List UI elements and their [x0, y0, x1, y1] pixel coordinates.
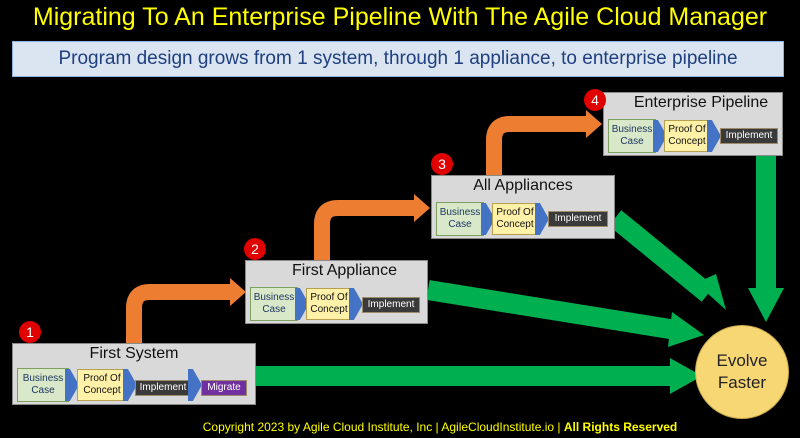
business-case-step: Business Case	[250, 287, 298, 321]
proof-of-concept-step: Proof Of Concept	[306, 288, 352, 320]
evolve-faster-goal: Evolve Faster	[695, 325, 789, 419]
step-label: Business Case	[22, 373, 64, 396]
step-label: Business Case	[253, 292, 295, 315]
progress-arrowhead-1-to-2	[230, 278, 246, 306]
outcome-arrowhead-stage-4	[748, 288, 784, 322]
copyright-footer: Copyright 2023 by Agile Cloud Institute,…	[0, 420, 800, 434]
proof-of-concept-step: Proof Of Concept	[492, 203, 538, 235]
stage-title: First Appliance	[292, 262, 397, 279]
chevron-right-icon	[188, 369, 202, 401]
progress-arrowhead-3-to-4	[586, 110, 602, 138]
chevron-right-icon	[535, 203, 549, 235]
stage-badge-1: 1	[19, 321, 41, 343]
migrate-step: Migrate	[201, 380, 247, 396]
progress-arrow-1-to-2	[126, 284, 232, 343]
stage-all-appliances: All Appliances Business Case Proof Of Co…	[431, 175, 615, 239]
step-label: Migrate	[207, 382, 241, 393]
outcome-arrow-stage-3	[608, 210, 715, 302]
outcome-arrow-stage-2	[426, 280, 678, 340]
rights-reserved-text: All Rights Reserved	[563, 420, 678, 434]
stage-first-appliance: First Appliance Business Case Proof Of C…	[245, 260, 428, 324]
proof-of-concept-step: Proof Of Concept	[77, 369, 127, 401]
copyright-text: Copyright 2023 by Agile Cloud Institute,…	[202, 420, 564, 434]
page-title: Migrating To An Enterprise Pipeline With…	[32, 3, 768, 31]
step-label: Implement	[139, 382, 187, 393]
implement-step: Implement	[135, 380, 191, 396]
stage-enterprise-pipeline: Enterprise Pipeline Business Case Proof …	[603, 92, 783, 156]
stage-badge-4: 4	[584, 89, 606, 111]
business-case-step: Business Case	[17, 368, 69, 402]
step-label: Business Case	[611, 124, 653, 147]
step-label: Implement	[725, 130, 773, 141]
step-label: Proof Of Concept	[668, 124, 706, 147]
goal-label: Evolve Faster	[716, 351, 768, 392]
step-label: Proof Of Concept	[496, 207, 534, 230]
stage-first-system: First System Business Case Proof Of Conc…	[12, 343, 256, 405]
outcome-arrowhead-stage-3	[696, 274, 726, 310]
implement-step: Implement	[548, 211, 608, 227]
stage-title: Enterprise Pipeline	[633, 94, 769, 111]
chevron-right-icon	[349, 288, 363, 320]
business-case-step: Business Case	[608, 119, 656, 153]
stage-badge-3: 3	[431, 153, 453, 175]
step-label: Business Case	[439, 207, 481, 230]
step-label: Proof Of Concept	[310, 292, 348, 315]
step-label: Implement	[554, 213, 602, 224]
progress-arrow-3-to-4	[486, 116, 588, 175]
outcome-arrowhead-stage-2	[668, 312, 704, 347]
business-case-step: Business Case	[436, 202, 484, 236]
outcome-arrowhead-stage-1	[670, 358, 702, 394]
stage-badge-2: 2	[244, 238, 266, 260]
proof-of-concept-step: Proof Of Concept	[664, 120, 710, 152]
progress-arrowhead-2-to-3	[414, 194, 430, 222]
implement-step: Implement	[720, 128, 778, 144]
stage-title: All Appliances	[473, 177, 573, 194]
chevron-right-icon	[707, 120, 721, 152]
subtitle-banner: Program design grows from 1 system, thro…	[12, 41, 784, 77]
progress-arrow-2-to-3	[314, 200, 416, 260]
step-label: Implement	[367, 299, 415, 310]
step-label: Proof Of Concept	[83, 373, 121, 396]
stage-title: First System	[89, 345, 179, 362]
implement-step: Implement	[362, 297, 420, 313]
